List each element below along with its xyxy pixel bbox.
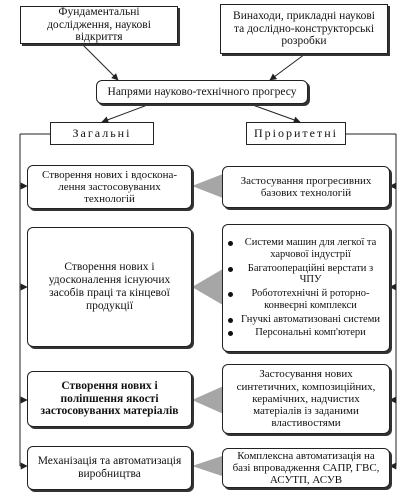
arrow-title-to-general xyxy=(101,103,151,124)
priority-tool-item: Багатоопераційні верстати з ЧПУ xyxy=(228,263,383,287)
general-box-materials: Створення нових і поліпшення якості заст… xyxy=(27,371,192,427)
fundamental-research-box: Фундаментальні дослідження, наукові відк… xyxy=(20,6,178,44)
priority-box-tools: Системи машин для легкої та харчової інд… xyxy=(222,224,390,352)
priority-tool-item: Робототехнічні й роторно-конвеєрні компл… xyxy=(228,288,383,312)
priority-category-text: Пріоритетні xyxy=(254,125,338,140)
general-text-products: Створення нових і удосконалення існуючих… xyxy=(48,261,171,312)
arrow-right-to-title xyxy=(269,53,306,81)
wedge-arrow-3 xyxy=(192,384,228,416)
general-box-technologies: Створення нових і вдоскона-лення застосо… xyxy=(27,165,192,209)
priority-text-materials: Застосування нових синтетичних, композиц… xyxy=(236,368,376,430)
general-box-products: Створення нових і удосконалення існуючих… xyxy=(27,227,192,347)
priority-box-technologies: Застосування прогресивних базових технол… xyxy=(222,166,390,208)
wedge-arrow-4 xyxy=(192,454,228,478)
general-text-materials: Створення нових і поліпшення якості заст… xyxy=(40,379,179,418)
priority-text-technologies: Застосування прогресивних базових технол… xyxy=(240,174,372,199)
priority-category-label: Пріоритетні xyxy=(246,122,346,145)
priority-tool-item: Персональні комп'ютери xyxy=(228,327,383,339)
priority-box-materials: Застосування нових синтетичних, композиц… xyxy=(222,364,390,434)
priority-text-automation: Комплексна автоматизація на базі впровад… xyxy=(232,449,380,487)
applied-research-text: Винаходи, прикладні наукові та дослідно-… xyxy=(233,9,375,48)
arrow-left-to-title xyxy=(81,43,119,81)
page-title-box: Напрями науково-технічного прогресу xyxy=(96,80,308,104)
applied-research-box: Винаходи, прикладні наукові та дослідно-… xyxy=(220,4,388,54)
general-category-text: Загальні xyxy=(72,125,132,140)
priority-box-automation: Комплексна автоматизація на базі впровад… xyxy=(222,448,390,488)
fundamental-research-text: Фундаментальні дослідження, наукові відк… xyxy=(47,5,151,44)
wedge-arrow-1 xyxy=(192,172,228,200)
priority-tool-item: Гнучкі автоматизовані системи xyxy=(228,314,383,326)
general-category-label: Загальні xyxy=(50,122,154,145)
general-box-automation: Механізація та автоматизація виробництва xyxy=(27,446,192,490)
wedge-arrow-2 xyxy=(192,266,228,308)
page-title: Напрями науково-технічного прогресу xyxy=(107,85,297,98)
priority-tool-item: Системи машин для легкої та харчової інд… xyxy=(228,237,383,261)
general-text-technologies: Створення нових і вдоскона-лення застосо… xyxy=(42,168,177,206)
general-text-automation: Механізація та автоматизація виробництва xyxy=(37,455,182,480)
arrow-title-to-priority xyxy=(249,103,301,124)
